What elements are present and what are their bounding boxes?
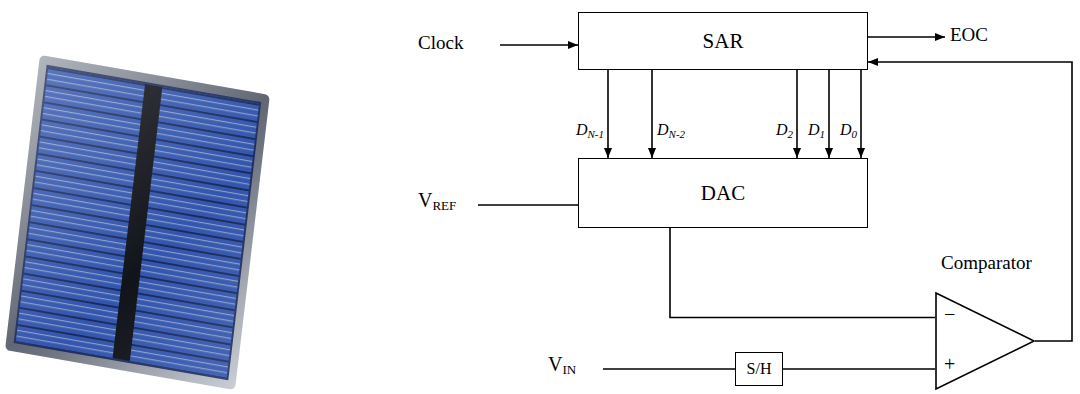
clock-wire bbox=[500, 44, 578, 46]
bit-label: D1 bbox=[808, 120, 825, 141]
block-label: S/H bbox=[747, 360, 772, 378]
minus-sign: − bbox=[944, 303, 955, 326]
signal-wire bbox=[868, 62, 1072, 341]
comparator-heading: Comparator bbox=[941, 252, 1032, 274]
signal-wire bbox=[796, 70, 798, 158]
comparator-symbol: Comparator−+ bbox=[935, 292, 1035, 390]
bit-label: D0 bbox=[840, 120, 857, 141]
signal-wire bbox=[607, 70, 609, 158]
dac-block: DAC bbox=[578, 158, 868, 228]
block-label: DAC bbox=[701, 181, 745, 205]
sample-hold-block: S/H bbox=[735, 352, 783, 386]
comparator-triangle bbox=[936, 293, 1034, 389]
signal-wire bbox=[828, 70, 830, 158]
vin-wire bbox=[603, 368, 735, 370]
signal-wire bbox=[651, 70, 653, 158]
bit-label: D2 bbox=[776, 120, 793, 141]
block-label: SAR bbox=[703, 29, 744, 53]
signal-wire bbox=[670, 228, 935, 318]
eoc-label: EOC bbox=[950, 24, 988, 47]
plus-sign: + bbox=[944, 353, 955, 376]
signal-wire bbox=[860, 70, 862, 158]
eoc-wire bbox=[868, 36, 945, 38]
vref-label: VREF bbox=[418, 188, 456, 214]
bit-label: DN-2 bbox=[657, 120, 685, 141]
signal-wire bbox=[783, 368, 935, 370]
sar-block: SAR bbox=[578, 12, 868, 70]
clock-label: Clock bbox=[418, 32, 463, 55]
bit-label: DN-1 bbox=[576, 120, 604, 141]
vin-label: VIN bbox=[548, 352, 576, 378]
vref-wire bbox=[478, 204, 578, 206]
external-wires bbox=[478, 37, 945, 369]
solar-panel bbox=[5, 55, 270, 390]
